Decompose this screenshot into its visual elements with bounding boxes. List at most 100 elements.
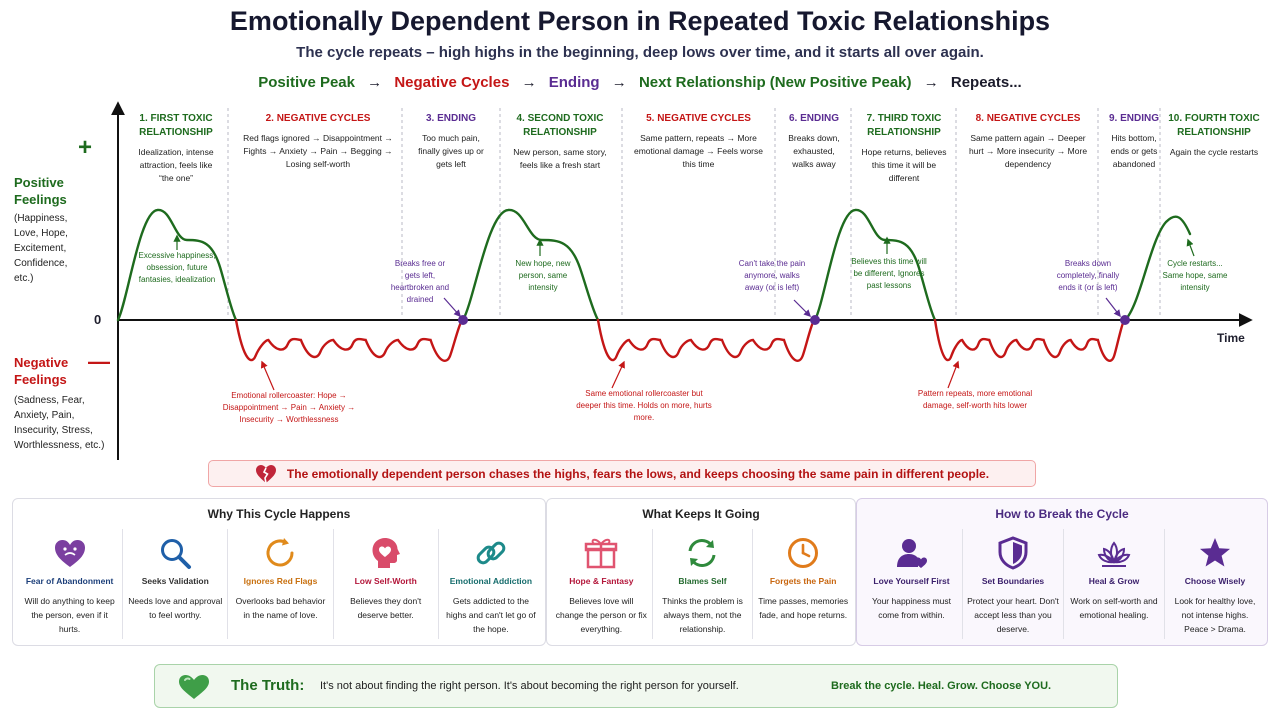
phase-title: 9. ENDING [1108, 113, 1159, 124]
card-description: Believes they don't deserve better. [350, 596, 422, 620]
phase-title: 1. FIRST TOXIC RELATIONSHIP [139, 113, 213, 138]
phase-description: Hits bottom, ends or gets abandoned [1110, 133, 1158, 169]
page-subtitle: The cycle repeats – high highs in the be… [296, 44, 984, 61]
ending-marker-1 [458, 315, 468, 325]
curve-annotation-2: Emotional rollercoaster: Hope → Disappoi… [222, 391, 356, 424]
phase-title: 7. THIRD TOXIC RELATIONSHIP [866, 113, 942, 138]
curve-negative-3 [933, 318, 1127, 362]
curve-negative-2 [596, 318, 817, 362]
card-description: Believes love will change the person or … [555, 596, 647, 634]
curve-annotation-9: Breaks down completely, finally ends it … [1056, 259, 1120, 292]
card-title: Set Boundaries [981, 576, 1045, 586]
flow-arrow-icon: → [521, 74, 537, 91]
phase-header-1: 1. FIRST TOXIC RELATIONSHIP Idealization,… [128, 112, 224, 185]
phase-title: 10. FOURTH TOXIC RELATIONSHIP [1168, 113, 1260, 138]
flow-ending: Ending [548, 74, 600, 91]
annotation-pointer-8 [947, 360, 960, 389]
phase-description: Breaks down, exhausted, walks away [788, 133, 840, 169]
card-description: Your happiness must come from within. [871, 596, 952, 620]
banner-text: The emotionally dependent person chases … [286, 466, 990, 481]
curve-negative-1 [234, 318, 465, 362]
card-title: Choose Wisely [1184, 576, 1246, 586]
curve-peak-4 [1123, 215, 1192, 322]
truth-text: It's not about finding the right person.… [320, 680, 739, 692]
phase-description: Idealization, intense attraction, feels … [138, 147, 214, 183]
green-heart-icon [179, 675, 209, 699]
truth-call-to-action: Break the cycle. Heal. Grow. Choose YOU. [831, 680, 1052, 692]
phase-title: 8. NEGATIVE CYCLES [975, 113, 1081, 124]
card-title: Low Self-Worth [354, 576, 417, 586]
positive-sign: + [78, 134, 93, 161]
heart-face-icon [54, 540, 85, 567]
phase-description: Same pattern, repeats → More emotional d… [634, 133, 763, 169]
person-heart-icon [896, 539, 927, 568]
lotus-icon [1097, 541, 1131, 567]
panel-title: Why This Cycle Happens [207, 507, 351, 521]
curve-annotation-10: Cycle restarts... Same hope, same intens… [1162, 259, 1228, 292]
card-description: Needs love and approval to feel worthy. [128, 596, 223, 620]
ending-marker-2 [810, 315, 820, 325]
annotation-pointer-9 [1105, 297, 1121, 318]
curve-annotation-4: New hope, new person, same intensity [515, 259, 571, 292]
positive-feelings-examples: (Happiness, Love, Hope, Excitement, Conf… [14, 213, 68, 284]
head-heart-icon [372, 538, 400, 568]
panel-title: What Keeps It Going [642, 507, 760, 521]
cycle-flow: Positive Peak → Negative Cycles → Ending… [0, 74, 1280, 91]
card-description: Work on self-worth and emotional healing… [1070, 596, 1158, 620]
annotation-pointer-3 [443, 297, 461, 318]
negative-feelings-examples: (Sadness, Fear, Anxiety, Pain, Insecurit… [14, 395, 105, 451]
negative-sign: — [88, 349, 110, 374]
curve-annotation-3: Breaks free or gets left, heartbroken an… [390, 259, 450, 304]
flow-negative: Negative Cycles [394, 74, 510, 91]
negative-feelings-label: Negative Feelings [14, 355, 69, 387]
zero-label: 0 [94, 312, 102, 327]
phase-title: 6. ENDING [788, 113, 839, 124]
chain-link-icon [476, 541, 506, 565]
flow-next: Next Relationship (New Positive Peak) [638, 74, 912, 91]
phase-title: 2. NEGATIVE CYCLES [265, 113, 371, 124]
shield-icon [998, 536, 1028, 570]
phase-title: 5. NEGATIVE CYCLES [646, 113, 751, 124]
panel-title: How to Break the Cycle [995, 507, 1129, 521]
card-description: Look for healthy love, not intense highs… [1174, 596, 1256, 634]
annotation-pointer-5 [611, 360, 625, 389]
curve-annotation-7: Believes this time will be different, Ig… [851, 257, 927, 290]
emotion-curve [116, 208, 1192, 362]
flow-arrow-icon: → [611, 74, 627, 91]
positive-feelings-label: Positive Feelings [14, 175, 67, 207]
card-description: Overlooks bad behavior in the name of lo… [235, 596, 326, 620]
annotation-pointer-6 [793, 299, 812, 318]
card-title: Fear of Abandonment [25, 576, 114, 586]
flow-arrow-icon: → [367, 74, 383, 91]
phase-header-5: 5. NEGATIVE CYCLES Same pattern, repeats … [626, 112, 771, 171]
phase-description: New person, same story, feels like a fre… [513, 147, 607, 170]
card-title: Hope & Fantasy [569, 576, 634, 586]
phase-description: Too much pain, finally gives up or gets … [418, 133, 484, 169]
ending-markers [458, 315, 1130, 325]
curve-peak-1 [116, 208, 238, 322]
phase-description: Again the cycle restarts [1169, 147, 1259, 157]
flow-arrow-icon: → [923, 74, 939, 91]
card-description: Will do anything to keep the person, eve… [24, 596, 115, 634]
phase-header-7: 7. THIRD TOXIC RELATIONSHIP Hope returns,… [854, 112, 954, 185]
clock-icon [788, 538, 819, 568]
phase-description: Hope returns, believes this time it will… [861, 147, 947, 183]
truth-label: The Truth: [231, 677, 305, 694]
magnifier-icon [161, 539, 192, 569]
curve-annotation-8: Pattern repeats, more emotional damage, … [917, 389, 1033, 410]
time-label: Time [1217, 331, 1245, 345]
flow-repeats: Repeats... [950, 74, 1022, 91]
card-title: Forgets the Pain [769, 576, 837, 586]
phase-header-6: 6. ENDING Breaks down, exhausted, walks a… [779, 112, 849, 171]
